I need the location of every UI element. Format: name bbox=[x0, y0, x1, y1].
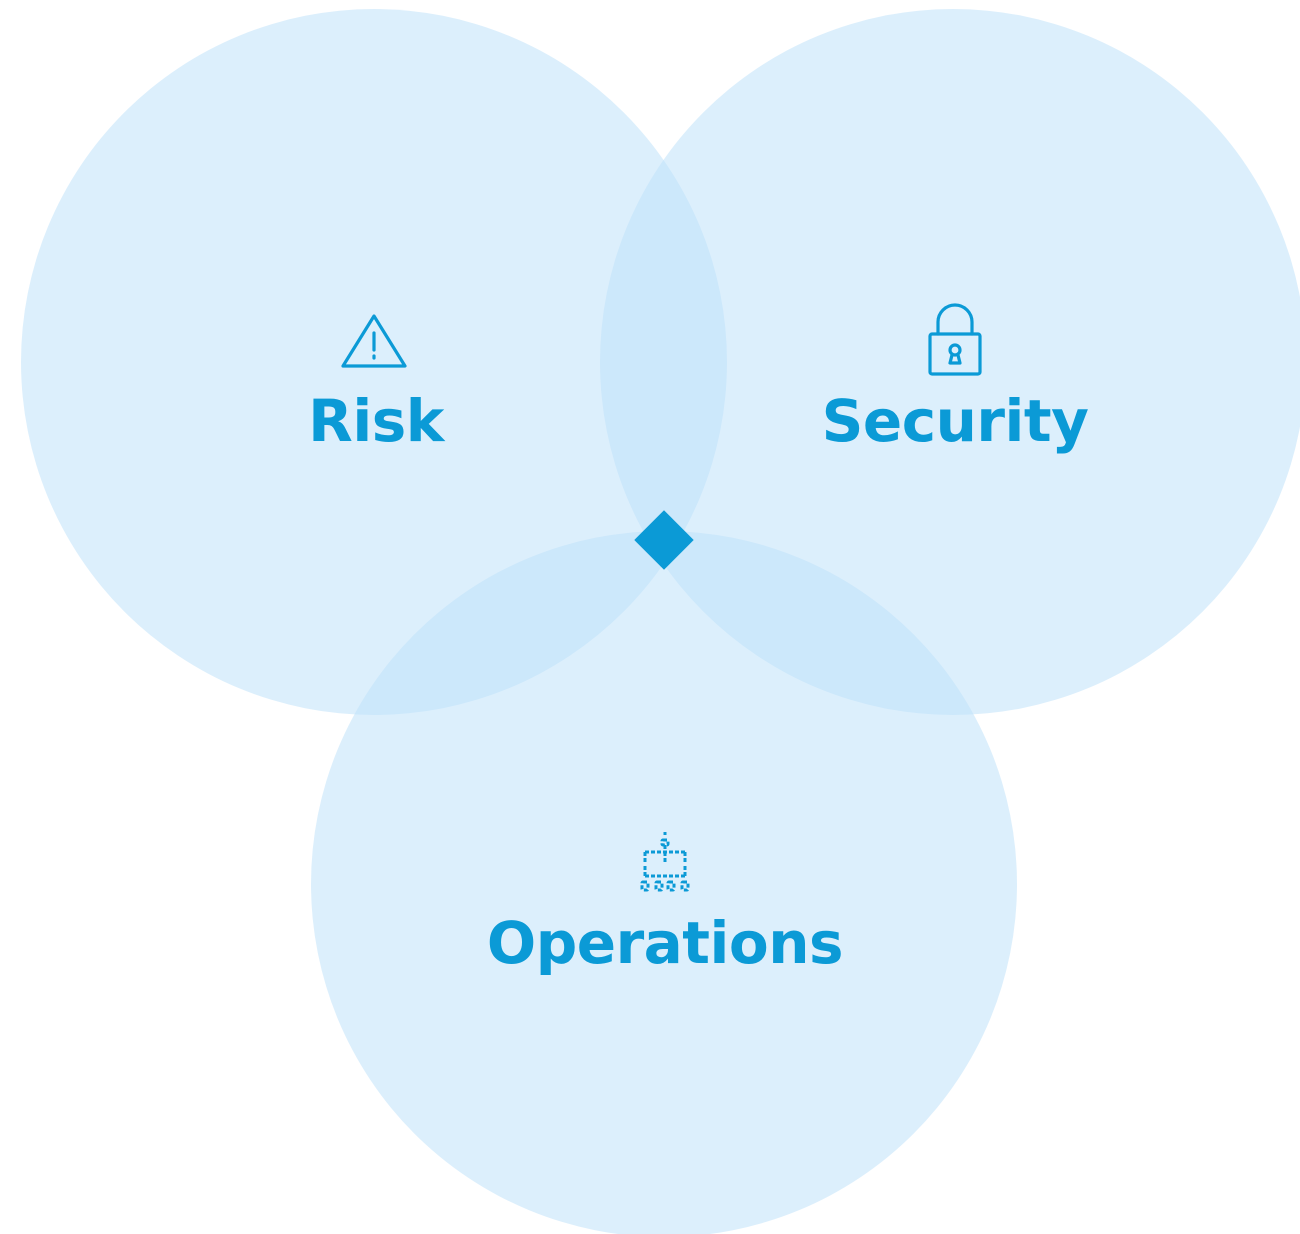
operations-circle bbox=[311, 531, 1017, 1234]
operations-group: Operations bbox=[487, 832, 844, 977]
risk-circle bbox=[21, 9, 727, 715]
risk-group: Risk bbox=[308, 314, 446, 455]
padlock-icon bbox=[928, 303, 982, 376]
warning-triangle-icon bbox=[341, 314, 407, 368]
security-label: Security bbox=[822, 387, 1089, 455]
operations-label: Operations bbox=[487, 909, 843, 977]
security-group: Security bbox=[822, 303, 1089, 455]
diamond-icon bbox=[634, 510, 694, 570]
risk-label: Risk bbox=[308, 387, 446, 455]
org-chart-hierarchy-icon bbox=[640, 832, 690, 892]
